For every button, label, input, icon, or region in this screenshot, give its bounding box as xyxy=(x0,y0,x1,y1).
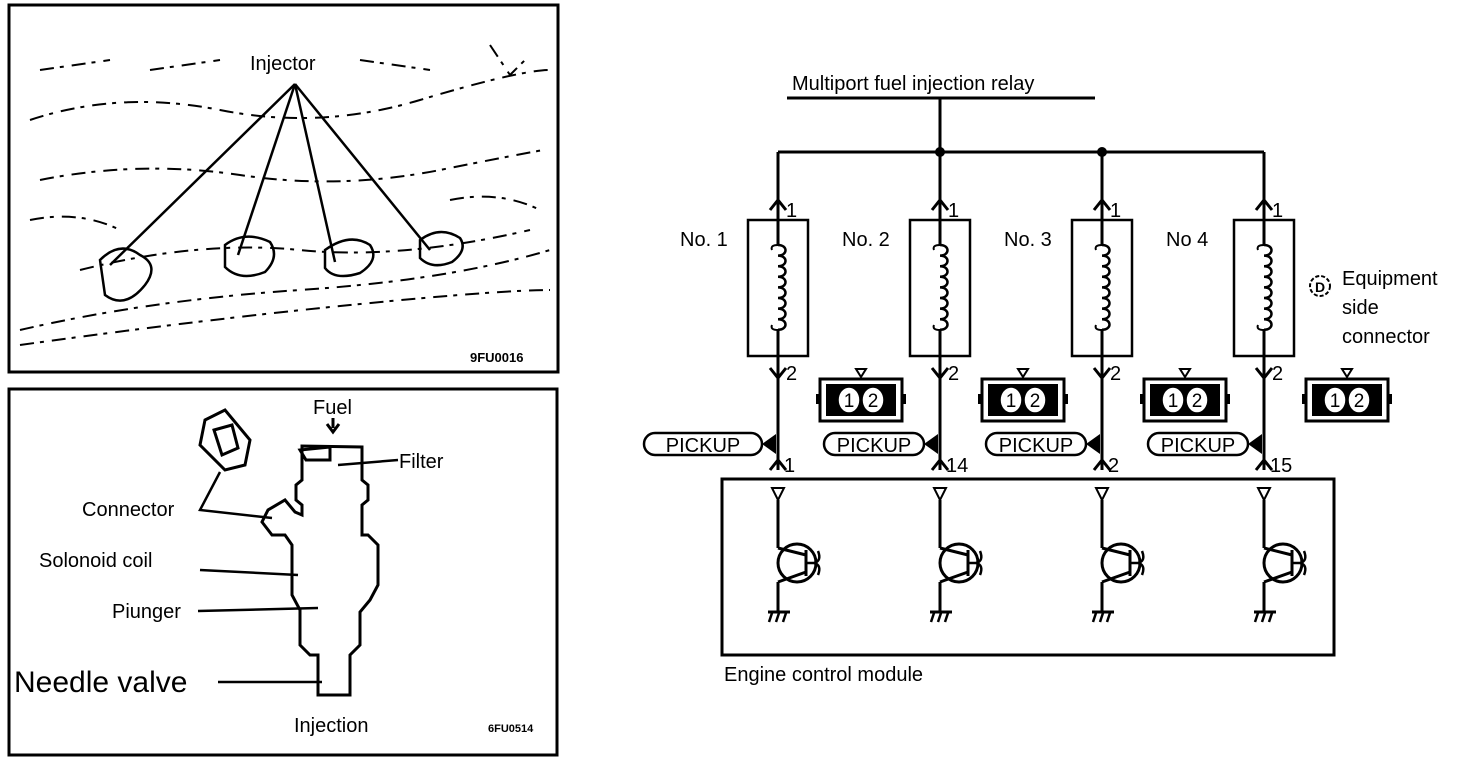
connector-pin: 1 xyxy=(844,391,855,412)
cutaway-leader-lines xyxy=(197,458,399,684)
pin-number: 2 xyxy=(1272,363,1283,385)
injector-column-2 xyxy=(822,152,1068,623)
injector-column-4 xyxy=(1146,152,1392,623)
ecm-pin-number: 1 xyxy=(784,455,795,477)
pickup-arrow-icon xyxy=(1086,434,1100,454)
connector-face xyxy=(1140,368,1230,423)
connector-symbol-icon xyxy=(1309,275,1331,297)
transistor-icon xyxy=(929,487,983,623)
solenoid-coil-icon xyxy=(777,243,787,332)
connector-face xyxy=(978,368,1068,423)
pin-arrow-icon xyxy=(930,367,950,381)
connector-symbol: D xyxy=(1315,279,1325,295)
pickup-arrow-icon xyxy=(1248,434,1262,454)
ecm-pin-number: 15 xyxy=(1270,455,1292,477)
figure-code: 9FU0016 xyxy=(470,350,523,365)
injector-label: No. 2 xyxy=(842,229,890,251)
injector-label: No 4 xyxy=(1166,229,1208,251)
injector-label: No. 3 xyxy=(1004,229,1052,251)
pickup-label: PICKUP xyxy=(837,435,911,457)
pickup-label: PICKUP xyxy=(666,435,740,457)
connector-pin: 1 xyxy=(1006,391,1017,412)
engine-sketch xyxy=(19,44,551,346)
figure-code: 6FU0514 xyxy=(488,723,534,735)
equipment-label-line: side xyxy=(1342,297,1379,319)
needle-valve-label: Needle valve xyxy=(14,666,187,699)
injector-column-1 xyxy=(642,152,906,623)
relay-label: Multiport fuel injection relay xyxy=(792,73,1034,95)
injector-circuit: Multiport fuel injection relay No. 11211… xyxy=(642,73,1438,686)
connector-pin: 2 xyxy=(1030,391,1041,412)
injector-column-3 xyxy=(984,152,1230,623)
engine-control-module-box xyxy=(720,477,1336,657)
injector-sketches xyxy=(98,230,464,302)
fuel-arrow-icon xyxy=(325,418,341,435)
solenoid-coil-icon xyxy=(939,243,949,332)
transistor-icon xyxy=(767,487,821,623)
ecm-pin-number: 2 xyxy=(1108,455,1119,477)
pin-arrow-icon xyxy=(768,367,788,381)
pin-arrow-icon xyxy=(1092,197,1112,211)
injector-cutaway-panel: Fuel Filter Connector Solonoid coil Piun… xyxy=(7,387,559,757)
pin-number: 2 xyxy=(786,363,797,385)
solenoid-coil-label: Solonoid coil xyxy=(39,550,152,572)
pickup-arrow-icon xyxy=(924,434,938,454)
ecm-pin-number: 14 xyxy=(946,455,968,477)
connector-pin: 2 xyxy=(1354,391,1365,412)
pin-number: 1 xyxy=(786,200,797,222)
injector-leader-lines xyxy=(109,83,431,266)
connector-face xyxy=(816,368,906,423)
connector-pin: 1 xyxy=(1168,391,1179,412)
equipment-side-connector-note: D Equipment side connector xyxy=(1309,268,1438,348)
injector-label: Injector xyxy=(250,53,316,75)
connector-pin: 2 xyxy=(868,391,879,412)
connector-pin: 2 xyxy=(1192,391,1203,412)
injector-body xyxy=(198,408,380,697)
solenoid-coil-icon xyxy=(1101,243,1111,332)
pin-number: 1 xyxy=(1272,200,1283,222)
pin-arrow-icon xyxy=(930,457,950,471)
pickup-label: PICKUP xyxy=(999,435,1073,457)
transistor-icon xyxy=(1091,487,1145,623)
pin-arrow-icon xyxy=(768,457,788,471)
connector-face xyxy=(1302,368,1392,423)
ecm-label: Engine control module xyxy=(724,664,923,686)
pin-number: 1 xyxy=(1110,200,1121,222)
pin-arrow-icon xyxy=(1254,457,1274,471)
solenoid-coil-icon xyxy=(1263,243,1273,332)
transistor-icon xyxy=(1253,487,1307,623)
pin-number: 1 xyxy=(948,200,959,222)
pin-arrow-icon xyxy=(1092,457,1112,471)
injector-label: No. 1 xyxy=(680,229,728,251)
equipment-label-line: Equipment xyxy=(1342,268,1438,290)
pin-arrow-icon xyxy=(930,197,950,211)
connector-pin: 1 xyxy=(1330,391,1341,412)
pin-number: 2 xyxy=(1110,363,1121,385)
pin-number: 2 xyxy=(948,363,959,385)
injector-location-panel: Injector 9FU0016 xyxy=(7,3,560,374)
fuel-label: Fuel xyxy=(313,397,352,419)
pin-arrow-icon xyxy=(768,197,788,211)
pickup-label: PICKUP xyxy=(1161,435,1235,457)
equipment-label-line: connector xyxy=(1342,326,1430,348)
pin-arrow-icon xyxy=(1254,197,1274,211)
connector-label: Connector xyxy=(82,499,175,521)
pickup-arrow-icon xyxy=(762,434,776,454)
pin-arrow-icon xyxy=(1092,367,1112,381)
plunger-label: Piunger xyxy=(112,601,181,623)
filter-label: Filter xyxy=(399,451,444,473)
injection-label: Injection xyxy=(294,715,369,737)
pin-arrow-icon xyxy=(1254,367,1274,381)
